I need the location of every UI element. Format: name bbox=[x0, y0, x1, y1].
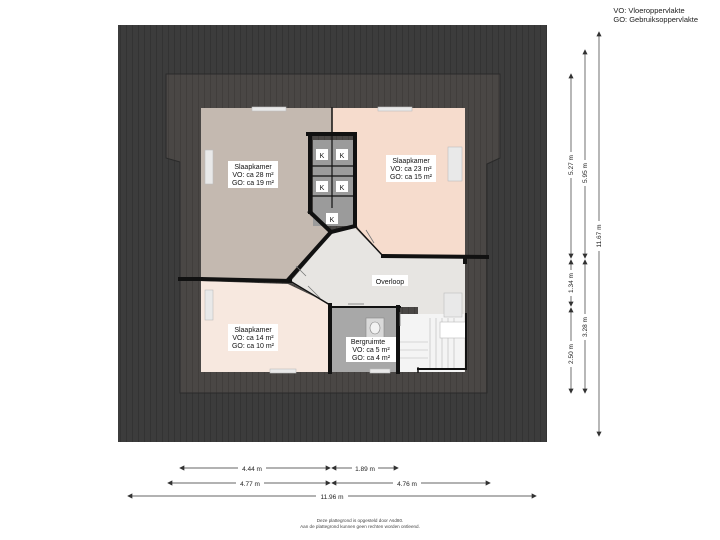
dim-right-3: 2.50 m bbox=[568, 344, 575, 364]
walls bbox=[178, 107, 490, 374]
dim-bottom-1: 4.44 m bbox=[242, 466, 262, 473]
closet-k-2: K bbox=[340, 153, 345, 160]
sink-fixture bbox=[365, 317, 385, 339]
room-go: GO: ca 4 m² bbox=[352, 355, 391, 362]
dimension-labels-right: 5.27 m 1.34 m 2.50 m 5.95 m 3.28 m 11.67… bbox=[567, 152, 603, 367]
room-vo: VO: ca 23 m² bbox=[390, 166, 432, 173]
disclaimer-line-2: Aan de plattegrond kunnen geen rechten w… bbox=[300, 524, 420, 529]
room-vo: VO: ca 5 m² bbox=[352, 347, 390, 354]
room-label-bergruimte: Bergruimte VO: ca 5 m² GO: ca 4 m² bbox=[346, 337, 396, 362]
legend-go: GO: Gebruiksoppervlakte bbox=[613, 15, 698, 24]
room-go: GO: ca 19 m² bbox=[232, 180, 275, 187]
room-vo: VO: ca 14 m² bbox=[232, 335, 274, 342]
dim-right-5: 3.28 m bbox=[582, 317, 589, 337]
room-name: Slaapkamer bbox=[392, 158, 430, 165]
stair-landing bbox=[439, 321, 467, 339]
room-vo: VO: ca 28 m² bbox=[232, 172, 274, 179]
room-name: Bergruimte bbox=[351, 339, 385, 346]
closet-dividers bbox=[312, 136, 354, 208]
legend-vo: VO: Vloeroppervlakte bbox=[613, 6, 685, 15]
disclaimer: Deze plattegrond is opgesteld door Asd80… bbox=[0, 518, 720, 530]
doors bbox=[295, 229, 401, 326]
room-label-overloop: Overloop bbox=[372, 275, 408, 286]
windows bbox=[204, 106, 463, 374]
room-slaapkamer-nw bbox=[201, 108, 332, 282]
dim-right-total: 11.67 m bbox=[596, 224, 603, 247]
dim-bottom-3: 4.77 m bbox=[240, 481, 260, 488]
legend: VO: Vloeroppervlakte GO: Gebruiksoppervl… bbox=[613, 6, 698, 24]
closet-labels: K K K K K bbox=[316, 149, 348, 224]
room-go: GO: ca 10 m² bbox=[232, 343, 275, 350]
room-slaapkamer-ne bbox=[332, 108, 465, 258]
room-label-slaapkamer-ne: Slaapkamer VO: ca 23 m² GO: ca 15 m² bbox=[386, 155, 436, 182]
dim-right-2: 1.34 m bbox=[568, 273, 575, 293]
closet-k-4: K bbox=[340, 185, 345, 192]
closet-k-5: K bbox=[330, 217, 335, 224]
dim-bottom-4: 4.76 m bbox=[397, 481, 417, 488]
room-label-slaapkamer-sw: Slaapkamer VO: ca 14 m² GO: ca 10 m² bbox=[228, 324, 278, 351]
dim-right-4: 5.95 m bbox=[582, 163, 589, 183]
dim-bottom-total: 11.96 m bbox=[320, 494, 343, 501]
closet-k-1: K bbox=[320, 153, 325, 160]
dim-bottom-2: 1.89 m bbox=[355, 466, 375, 473]
room-go: GO: ca 15 m² bbox=[390, 174, 433, 181]
room-label-slaapkamer-nw: Slaapkamer VO: ca 28 m² GO: ca 19 m² bbox=[228, 161, 278, 188]
room-name: Slaapkamer bbox=[234, 164, 272, 171]
disclaimer-line-1: Deze plattegrond is opgesteld door Asd80… bbox=[316, 518, 404, 523]
room-name: Slaapkamer bbox=[234, 327, 272, 334]
room-name: Overloop bbox=[376, 279, 405, 286]
closet-k-3: K bbox=[320, 185, 325, 192]
dimension-labels-bottom: 4.44 m 1.89 m 4.77 m 4.76 m 11.96 m bbox=[236, 464, 421, 501]
dim-right-1: 5.27 m bbox=[568, 155, 575, 175]
